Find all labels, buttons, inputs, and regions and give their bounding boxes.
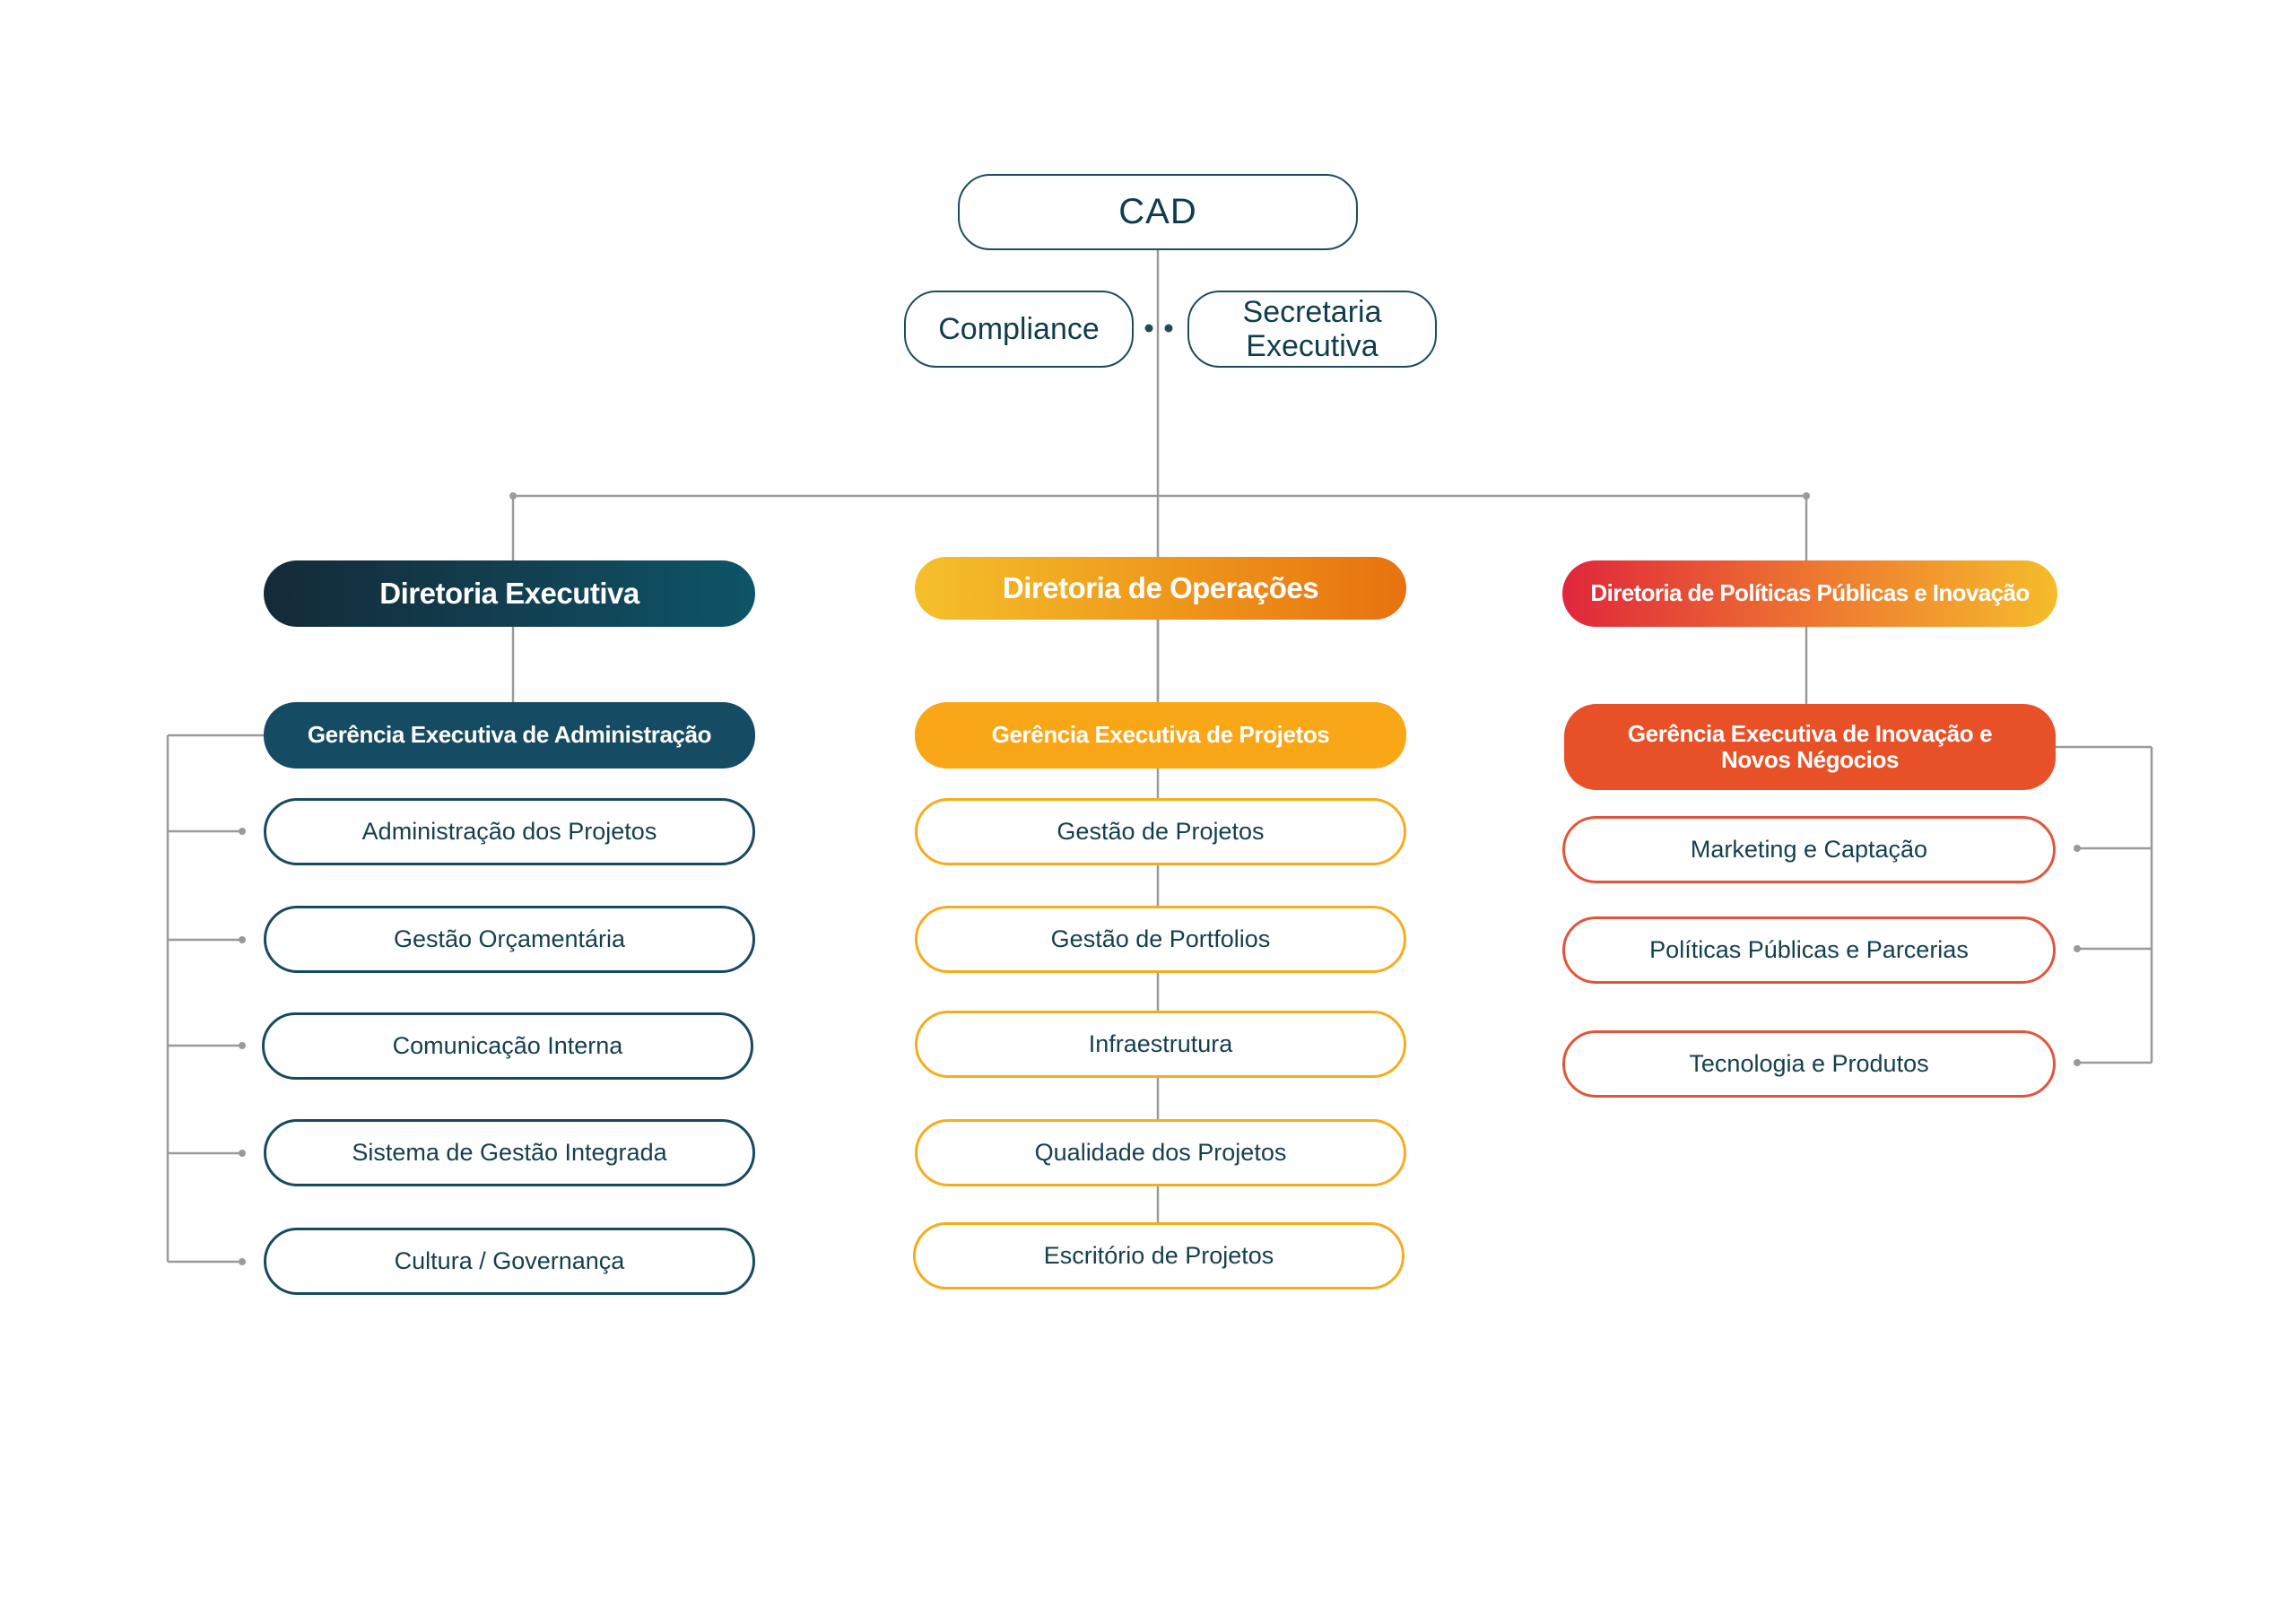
gerencia-administracao-node: Gerência Executiva de Administração [264, 702, 755, 769]
right-tick-dot [2074, 845, 2081, 852]
unit-gestao-projetos: Gestão de Projetos [915, 798, 1406, 865]
diretoria-operacoes-head: Diretoria de Operações [915, 557, 1406, 620]
unit-gestao-orcamentaria: Gestão Orçamentária [264, 906, 755, 973]
aux-dot-right [1164, 324, 1173, 333]
right-tick-dot [2074, 945, 2081, 952]
left-tick-dot [239, 936, 246, 943]
secretaria-executiva-node: Secretaria Executiva [1187, 291, 1437, 368]
left-tick-dot [239, 1042, 246, 1049]
diretoria-politicas-head: Diretoria de Políticas Públicas e Inovaç… [1562, 560, 2057, 627]
unit-comunicacao-interna: Comunicação Interna [262, 1012, 753, 1080]
unit-infraestrutura: Infraestrutura [915, 1011, 1406, 1078]
junction-dot [509, 492, 517, 499]
left-tick-dot [239, 828, 246, 835]
unit-politicas-parcerias: Políticas Públicas e Parcerias [1562, 916, 2056, 984]
unit-marketing-captacao: Marketing e Captação [1562, 816, 2056, 883]
unit-tecnologia-produtos: Tecnologia e Produtos [1562, 1030, 2056, 1098]
right-tick-dot [2074, 1059, 2081, 1066]
unit-administracao-projetos: Administração dos Projetos [264, 798, 755, 865]
gerencia-inovacao-node: Gerência Executiva de Inovação e Novos N… [1564, 704, 2056, 790]
unit-qualidade-projetos: Qualidade dos Projetos [915, 1119, 1406, 1186]
compliance-node: Compliance [904, 291, 1134, 368]
gerencia-projetos-node: Gerência Executiva de Projetos [915, 702, 1406, 769]
cad-node: CAD [958, 174, 1358, 250]
left-tick-dot [239, 1150, 246, 1157]
aux-dot-left [1144, 324, 1153, 333]
unit-sistema-gestao-integrada: Sistema de Gestão Integrada [264, 1119, 755, 1186]
left-tick-dot [239, 1258, 246, 1265]
junction-dot [1803, 492, 1810, 499]
diretoria-executiva-head: Diretoria Executiva [264, 560, 755, 627]
unit-gestao-portfolios: Gestão de Portfolios [915, 906, 1406, 973]
unit-cultura-governanca: Cultura / Governança [264, 1228, 755, 1295]
unit-escritorio-projetos: Escritório de Projetos [913, 1222, 1405, 1290]
